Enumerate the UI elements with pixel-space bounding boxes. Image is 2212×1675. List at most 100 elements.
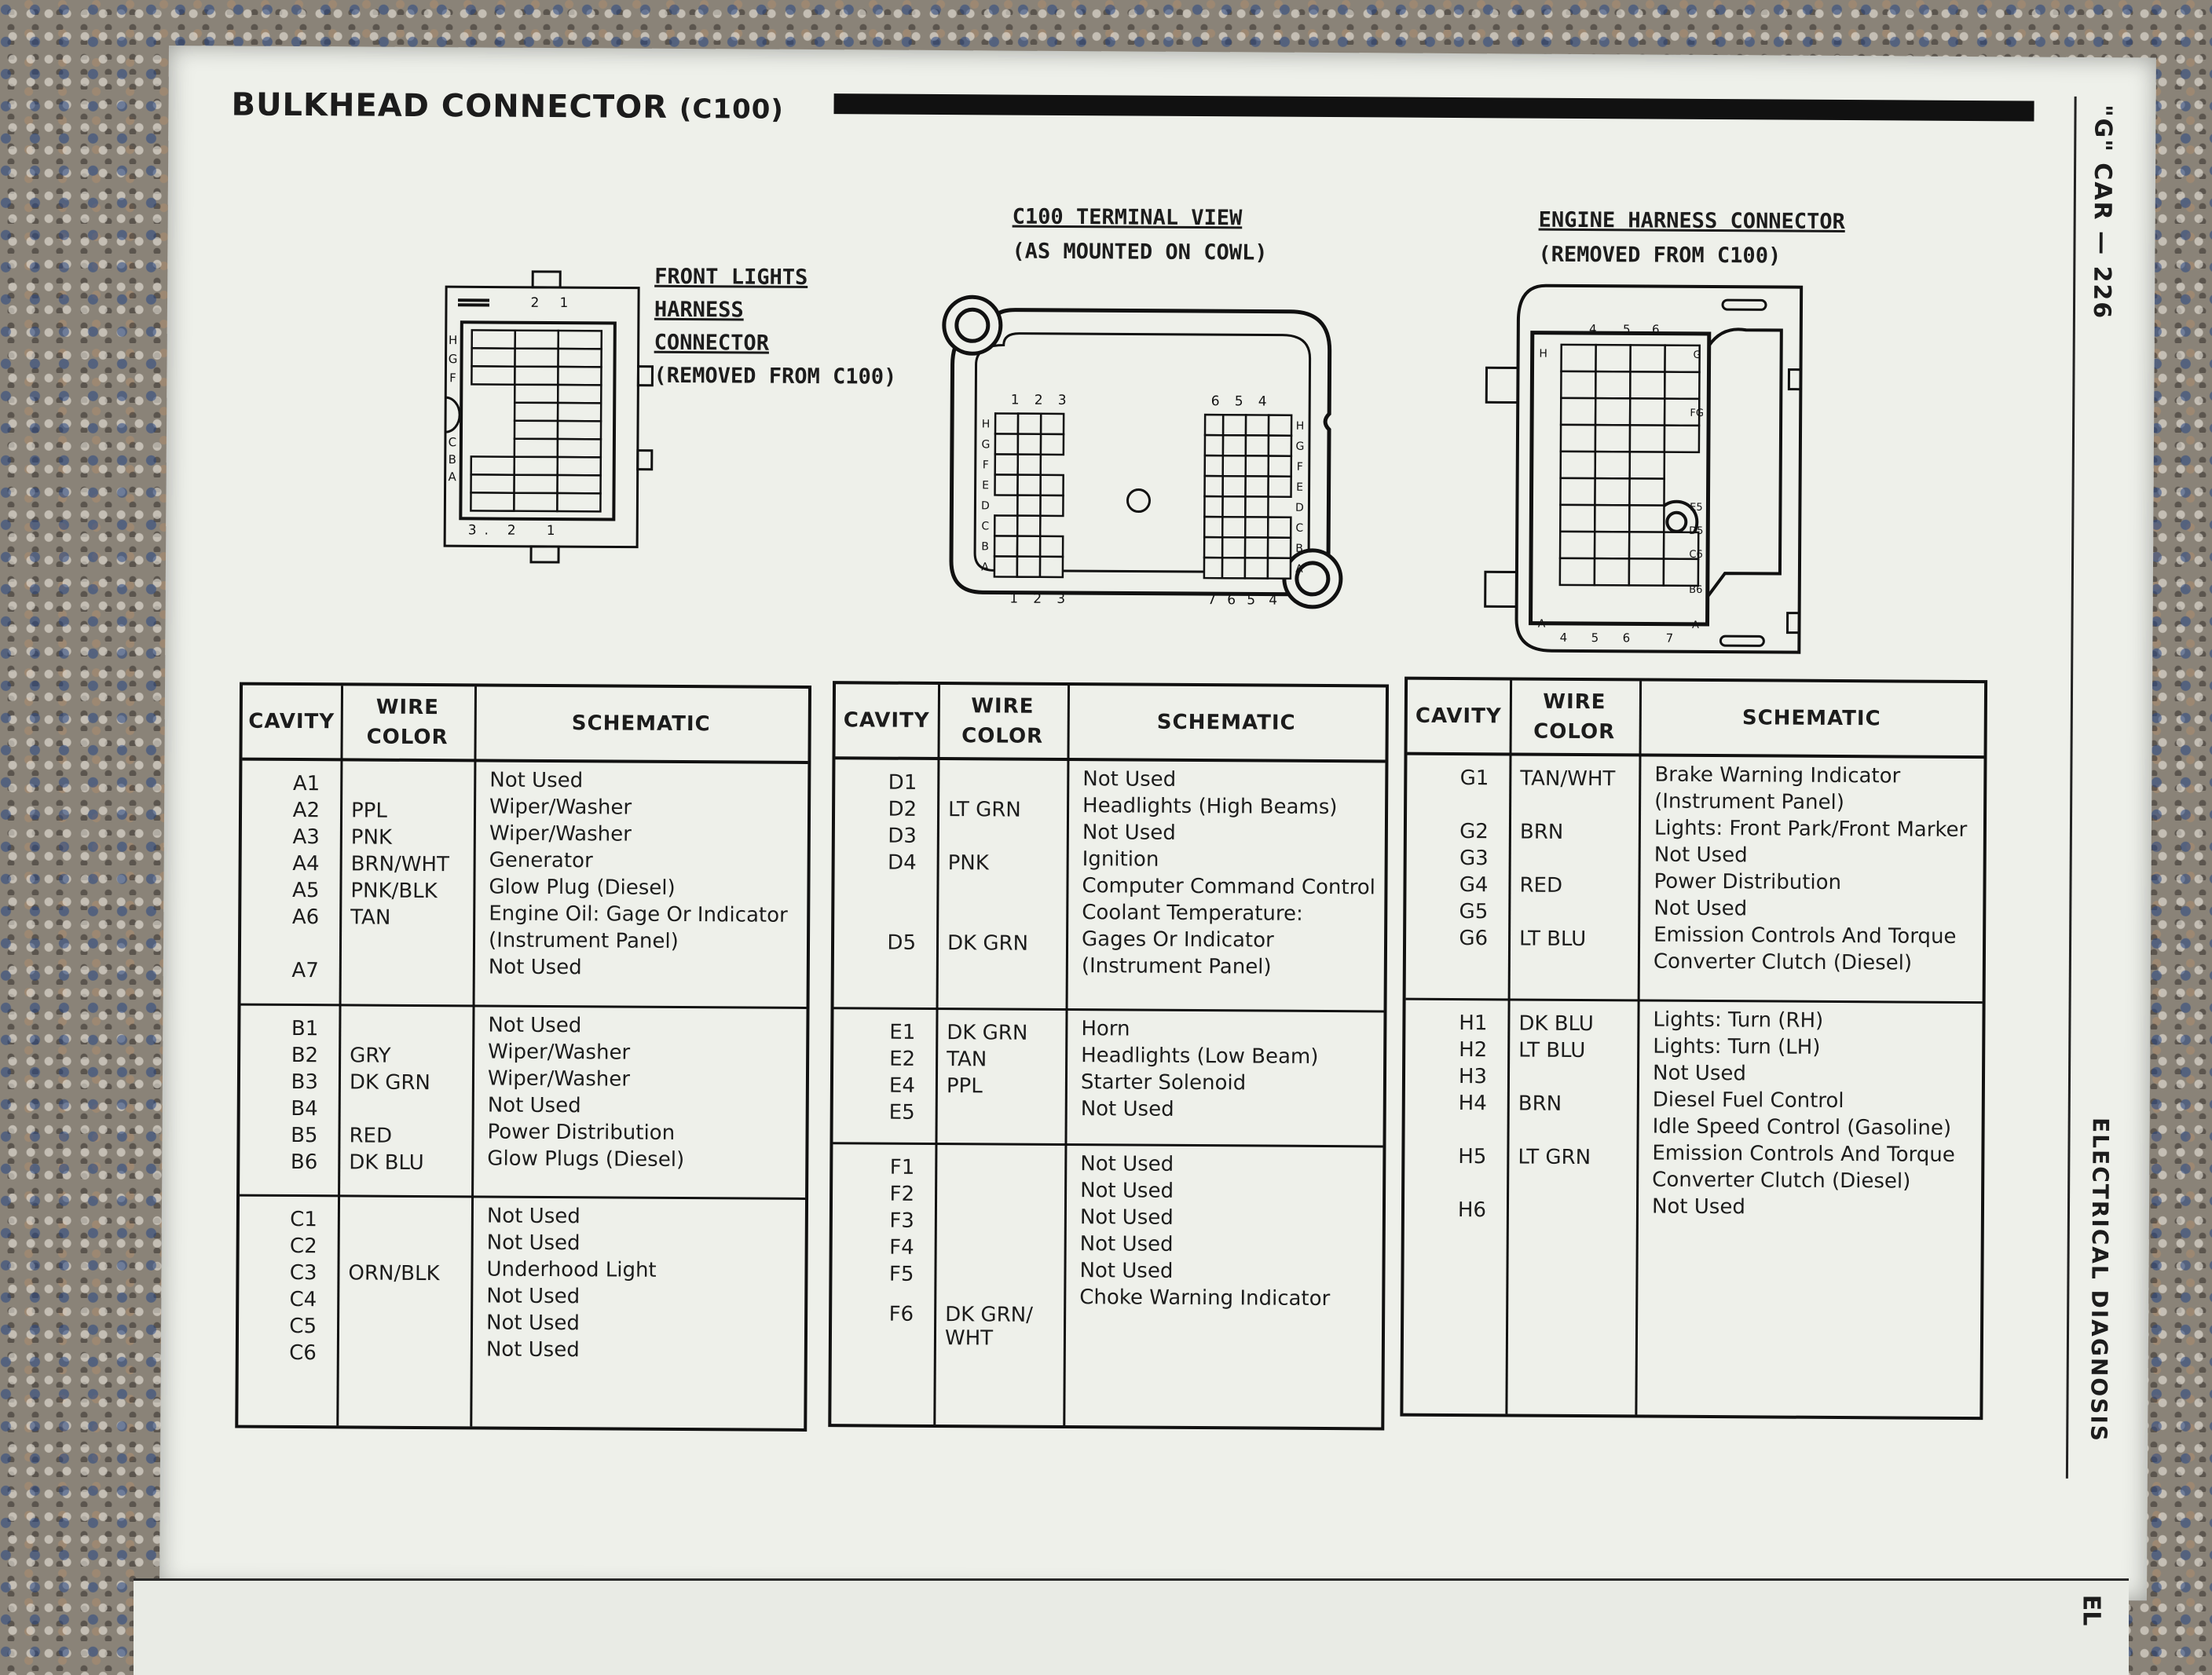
wire-color-text: DK BLU (349, 1150, 424, 1176)
terminal-left-extra-1-0 (1016, 433, 1042, 456)
engine-cavity-7-0 (1558, 530, 1596, 560)
cavity-cell: C4 (289, 1287, 317, 1312)
front-bottom-num-3: 3 (468, 522, 477, 538)
engine-cavity-2-0 (1559, 397, 1597, 426)
schematic-cell: Headlights (Low Beam) (1081, 1044, 1318, 1072)
wire-color-text: TAN (947, 1048, 987, 1072)
schematic-line: Not Used (485, 1311, 580, 1336)
engine-cavity-5-2 (1628, 477, 1665, 507)
schematic-line: Not Used (489, 768, 584, 793)
front-side-latch-1 (636, 365, 654, 387)
cavity-cell: A4 (292, 851, 320, 876)
terminal-left-cavity-1-0 (994, 433, 1020, 455)
wire-color-text-2: WHT (944, 1326, 994, 1351)
header-cavity: CAVITY (242, 686, 341, 759)
schematic-line: Underhood Light (486, 1257, 657, 1282)
schematic-line: Choke Warning Indicator (1079, 1286, 1331, 1311)
engine-harness-line-1: ENGINE HARNESS CONNECTOR (1538, 207, 1845, 235)
wire-color-text: PNK (947, 851, 989, 876)
terminal-right-top-0: 6 (1211, 393, 1220, 409)
terminal-left-bottom-1: 2 (1033, 591, 1042, 607)
terminal-left-letter-3: E (982, 479, 989, 492)
engine-bolt-hole (1665, 510, 1688, 533)
cavity-cell: C3 (289, 1260, 317, 1286)
wire-color-text: DK GRN/ (945, 1303, 1034, 1327)
wire-color-cell: LT BLU (1518, 1039, 1585, 1063)
terminal-right-bottom-3: 4 (1269, 593, 1277, 609)
engine-side-tab-1 (1787, 368, 1803, 391)
terminal-left-letter-0: H (982, 418, 991, 430)
schematic-cell: Not Used (1080, 1179, 1174, 1206)
schematic-line: Wiper/Washer (489, 821, 632, 847)
front-cavity-0-0 (471, 329, 517, 349)
terminal-view-caption: C100 TERMINAL VIEW (AS MOUNTED ON COWL) (1012, 200, 1268, 271)
front-lights-line-3: CONNECTOR (654, 330, 770, 356)
front-letter-2: F (449, 371, 456, 385)
front-cavity-7-2 (556, 455, 602, 477)
wire-color-cell: ORN/BLK (348, 1261, 439, 1286)
schematic-line: Not Used (488, 1013, 582, 1038)
wire-color-cell: DK GRN (947, 931, 1028, 956)
terminal-left-top-1: 2 (1035, 393, 1043, 408)
front-cavity-0-1 (514, 329, 560, 350)
cavity-cell: F1 (889, 1155, 915, 1179)
terminal-right-cavity-7-1 (1243, 557, 1269, 580)
front-letter-4: B (449, 452, 456, 466)
schematic-line: Not Used (1080, 1179, 1174, 1203)
schematic-cell: Glow Plugs (Diesel) (487, 1147, 684, 1176)
schematic-line: Power Distribution (487, 1120, 676, 1145)
header-wire-text: WIRE (375, 695, 440, 720)
schematic-line: Brake Warning Indicator (1654, 763, 1901, 788)
terminal-right-cavity-1-1 (1244, 434, 1270, 457)
terminal-left-extra-7-0 (1016, 555, 1042, 579)
terminal-right-cavity-4-0 (1221, 495, 1247, 518)
engine-outer-shell (1514, 283, 1804, 654)
wire-color-text: PPL (946, 1074, 983, 1099)
side-rule (2065, 96, 2077, 1479)
page-title: BULKHEAD CONNECTOR (C100) (231, 86, 784, 126)
engine-cavity-6-2 (1628, 504, 1665, 533)
schematic-line: Emission Controls And Torque (1654, 923, 1957, 949)
engine-harness-caption: ENGINE HARNESS CONNECTOR (REMOVED FROM C… (1538, 203, 1845, 274)
page-title-code: (C100) (679, 93, 785, 126)
schematic-line: Not Used (1654, 896, 1748, 921)
wire-color-cell: BRN (1518, 1092, 1562, 1116)
terminal-right-cavity-1-0 (1221, 433, 1247, 457)
header-wire-text: WIRE (1543, 689, 1606, 715)
schematic-line: Wiper/Washer (488, 1040, 631, 1065)
cavity-cell: B6 (290, 1150, 318, 1175)
wire-color-cell: TAN/WHT (1520, 767, 1615, 792)
schematic-cell: Wiper/Washer (488, 1040, 630, 1068)
schematic-line: Converter Clutch (Diesel) (1652, 1168, 1911, 1194)
cavity-cell: G3 (1459, 847, 1489, 871)
cavity-cell: D2 (888, 797, 917, 821)
next-page-edge: EL (134, 1578, 2129, 1675)
cavity-cell: H1 (1459, 1011, 1488, 1036)
terminal-right-cavity-4-1 (1244, 496, 1269, 518)
schematic-line: Not Used (1080, 1152, 1174, 1176)
terminal-left-cavity-0-2 (1039, 412, 1065, 436)
schematic-line: (Instrument Panel) (1081, 954, 1272, 979)
engine-bottom-num-1: 5 (1591, 631, 1599, 645)
schematic-line: Not Used (1654, 843, 1748, 868)
engine-cavity-5-0 (1559, 477, 1596, 507)
terminal-right-letter-2: F (1297, 461, 1303, 474)
schematic-cell: Not Used (1653, 1062, 1746, 1089)
engine-cavity-1-1 (1595, 370, 1632, 400)
engine-harness-line-2: (REMOVED FROM C100) (1538, 242, 1782, 269)
terminal-right-cavity-0-1 (1244, 414, 1270, 437)
engine-cavity-6-1 (1593, 503, 1631, 533)
terminal-mount-right-hole (1295, 561, 1331, 597)
